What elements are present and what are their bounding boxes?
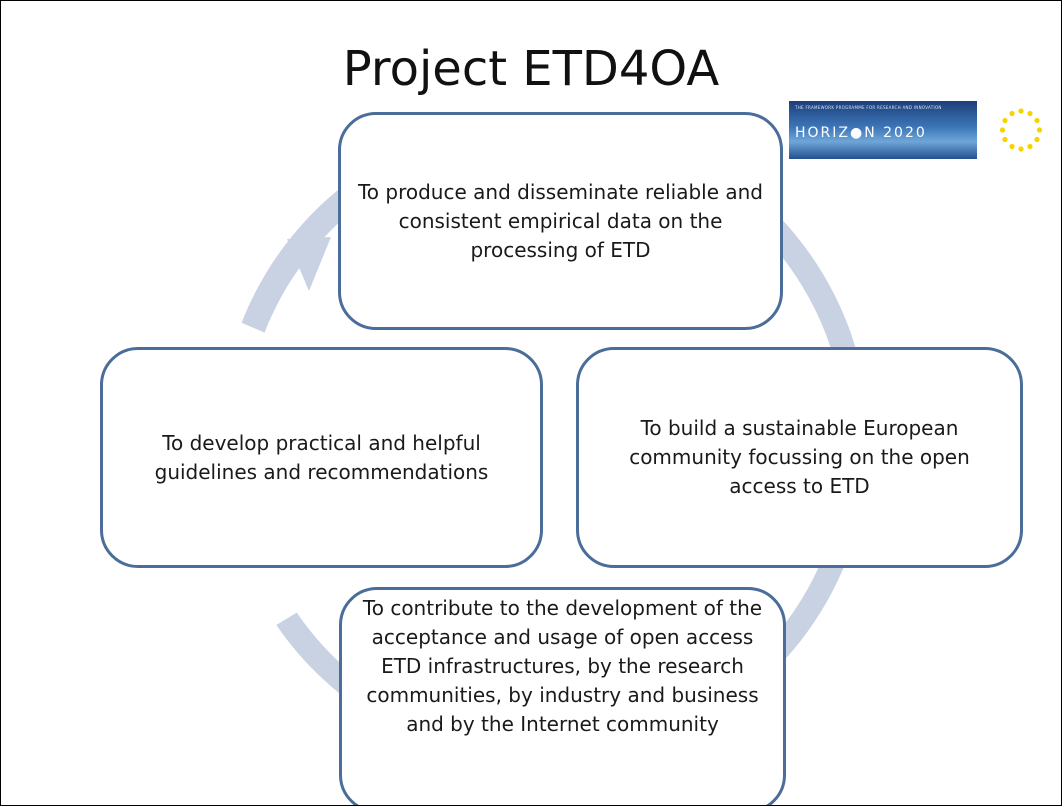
- cycle-step-build-community: To build a sustainable European communit…: [576, 347, 1023, 568]
- cycle-arrowhead: [287, 237, 331, 291]
- slide-title: Project ETD4OA: [342, 41, 720, 97]
- cycle-step-produce-data: To produce and disseminate reliable and …: [338, 112, 783, 330]
- horizon-2020-logo: THE FRAMEWORK PROGRAMME FOR RESEARCH AND…: [789, 101, 1061, 159]
- horizon-2020-banner: THE FRAMEWORK PROGRAMME FOR RESEARCH AND…: [789, 101, 977, 159]
- logo-tagline: THE FRAMEWORK PROGRAMME FOR RESEARCH AND…: [795, 105, 942, 110]
- logo-wordmark: HORIZ●N 2020: [795, 125, 927, 141]
- cycle-step-text: To develop practical and helpful guideli…: [154, 430, 489, 484]
- cycle-step-develop-guidelines: To develop practical and helpful guideli…: [100, 347, 543, 568]
- cycle-step-text: To build a sustainable European communit…: [629, 416, 970, 498]
- cycle-step-text: To contribute to the development of the …: [362, 596, 763, 736]
- cycle-step-text: To produce and disseminate reliable and …: [357, 179, 763, 262]
- eu-flag-icon: [977, 101, 1061, 159]
- cycle-step-contribute-acceptance: To contribute to the development of the …: [339, 587, 786, 805]
